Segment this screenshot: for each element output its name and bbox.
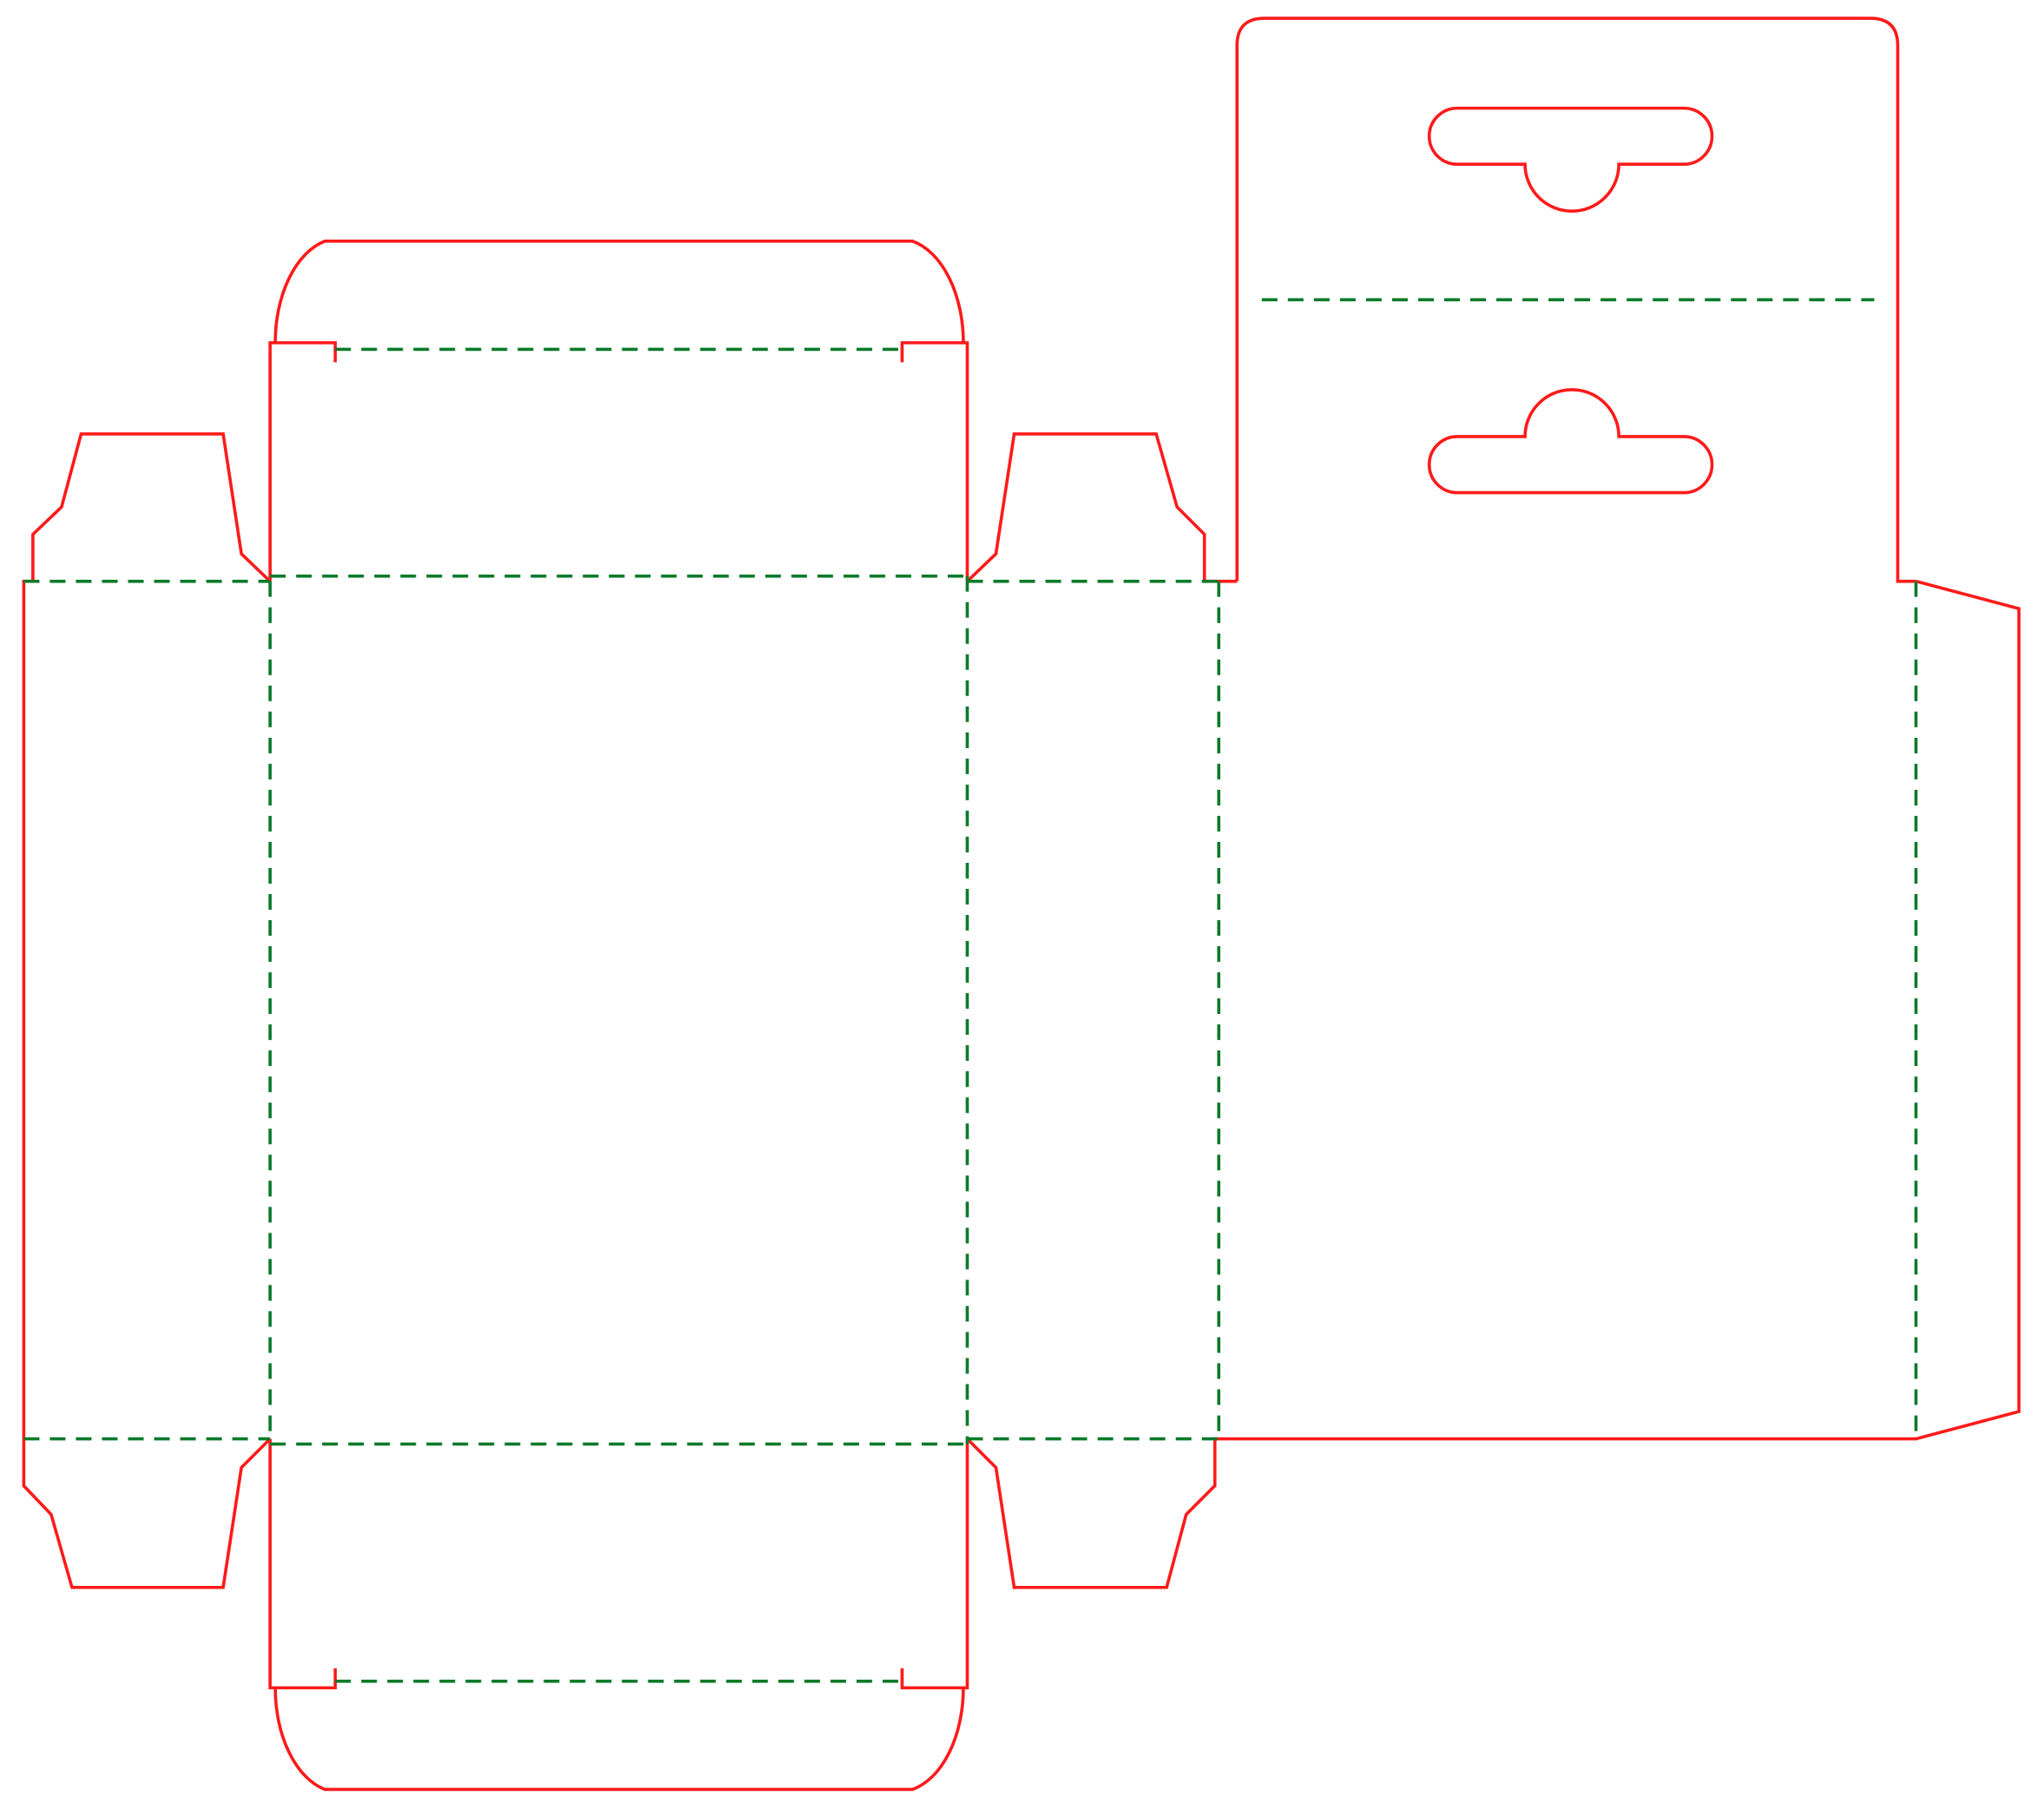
fold-lines [23, 298, 1918, 1683]
bottom-tuck-flap [268, 1438, 969, 1792]
left-side-panel-outline [22, 579, 272, 1589]
top-tuck-flap [268, 239, 969, 582]
glue-flap-outline [966, 579, 2021, 1589]
left-top-dust-flap [31, 432, 272, 582]
cut-lines [22, 16, 2021, 1792]
hang-hole-bottom [1427, 388, 1714, 495]
hanger-panel-outline [1235, 16, 1916, 583]
right-top-dust-flap [966, 432, 1238, 583]
hang-hole-top [1427, 106, 1714, 214]
